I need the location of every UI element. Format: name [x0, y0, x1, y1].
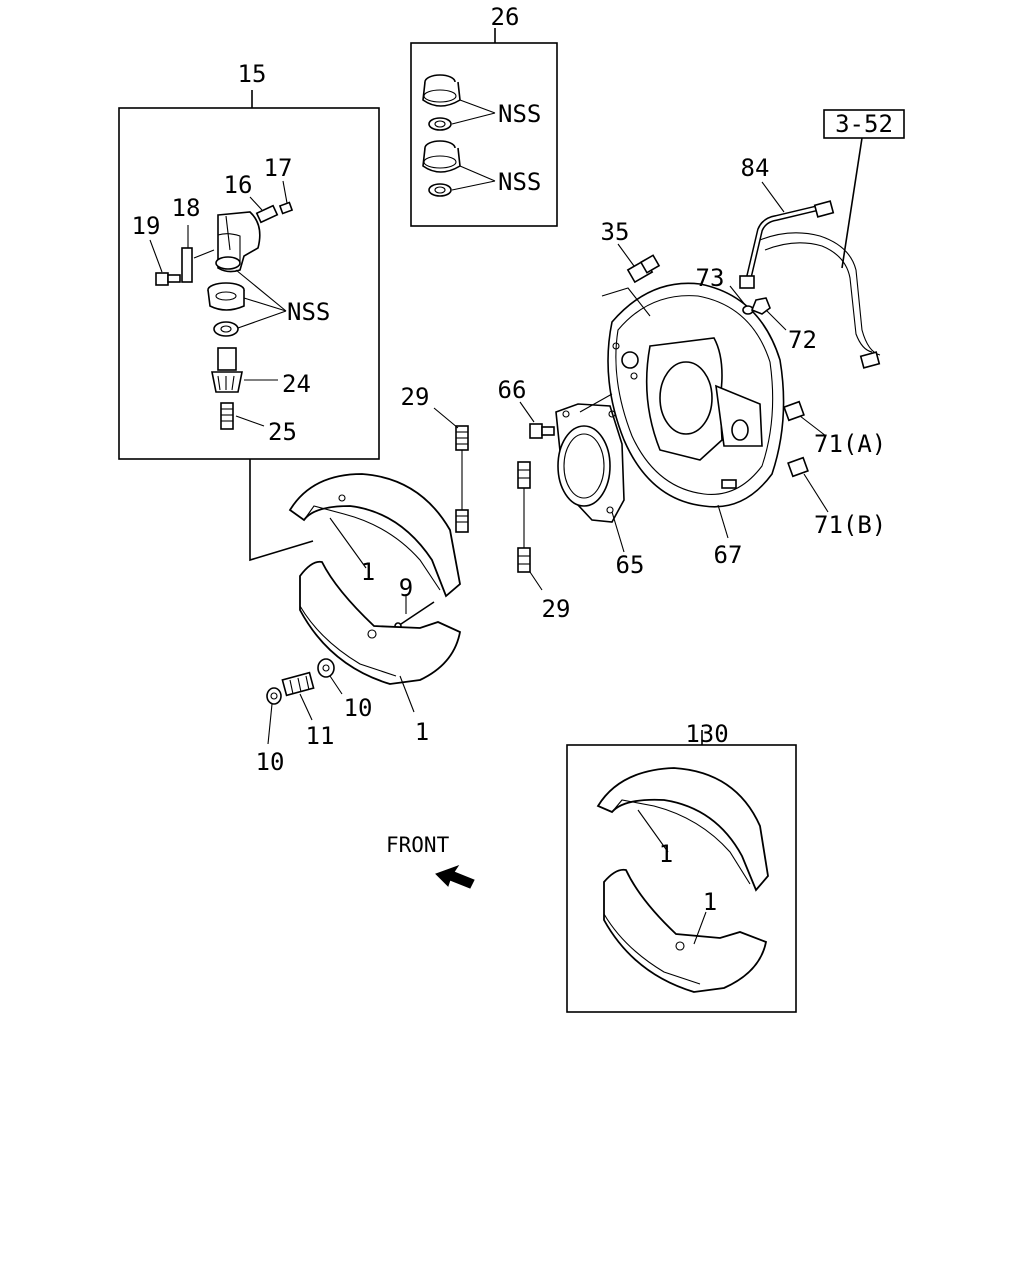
wheel-cylinder-body — [215, 211, 261, 273]
bolt-35 — [601, 243, 661, 317]
kit-shoe-upper — [596, 767, 769, 892]
adjust-screw-part — [220, 402, 265, 430]
callout-72: 72 — [788, 326, 817, 354]
callout-35: 35 — [601, 218, 630, 246]
backing-plate-67 — [607, 282, 785, 539]
callout-73: 73 — [696, 264, 725, 292]
washer-10-left — [266, 687, 282, 745]
callout-nss-upper: NSS — [498, 100, 541, 128]
callout-29-lower: 29 — [542, 595, 571, 623]
plug-71a — [783, 400, 827, 437]
callout-18: 18 — [172, 194, 201, 222]
callout-15: 15 — [238, 60, 267, 88]
brake-shoe-lower — [299, 560, 462, 713]
callout-10-left: 10 — [256, 748, 285, 776]
bleeder-screw-part — [249, 196, 279, 224]
brake-pipe-84 — [739, 109, 905, 369]
nut-72 — [750, 297, 787, 331]
box-15 — [118, 90, 380, 562]
gasket-65 — [555, 393, 625, 553]
kit-boot-upper — [422, 74, 461, 107]
callout-16: 16 — [224, 171, 253, 199]
kit-seal-lower — [428, 183, 452, 197]
bolt-66 — [519, 401, 555, 439]
callout-nss-lower: NSS — [498, 168, 541, 196]
spring-29-upper — [433, 407, 469, 533]
callout-29-upper: 29 — [401, 383, 430, 411]
callout-130: 130 — [685, 720, 728, 748]
callout-1-kit-lower: 1 — [703, 888, 717, 916]
callout-1-upper: 1 — [361, 558, 375, 586]
callout-1-lower: 1 — [415, 718, 429, 746]
callout-nss-box15: NSS — [287, 298, 330, 326]
plug-71b — [787, 456, 829, 513]
brake-shoe-upper — [288, 473, 461, 598]
callout-25: 25 — [268, 418, 297, 446]
front-arrow-icon — [435, 865, 475, 889]
callout-26: 26 — [491, 3, 520, 31]
callout-84: 84 — [741, 154, 770, 182]
box-130 — [566, 730, 797, 1013]
callout-65: 65 — [616, 551, 645, 579]
adjuster-part — [211, 347, 278, 393]
callout-17: 17 — [264, 154, 293, 182]
callout-71a: 71(A) — [814, 430, 886, 458]
callout-9: 9 — [399, 574, 413, 602]
spring-11 — [281, 671, 315, 721]
washer-10-right — [317, 658, 343, 695]
callout-10-right: 10 — [344, 694, 373, 722]
kit-boot-lower — [422, 140, 461, 173]
front-label: FRONT — [386, 833, 450, 857]
callout-1-kit-upper: 1 — [659, 840, 673, 868]
box-26 — [410, 28, 558, 227]
spring-29-lower — [517, 461, 543, 591]
callout-11: 11 — [306, 722, 335, 750]
bleeder-cap-part — [278, 180, 294, 215]
plate-part — [181, 225, 215, 283]
seal-part — [213, 321, 239, 337]
callout-24: 24 — [282, 370, 311, 398]
callout-19: 19 — [132, 212, 161, 240]
bolt-part — [149, 239, 181, 286]
kit-seal-upper — [428, 117, 452, 131]
kit-shoe-lower — [603, 868, 768, 993]
callout-71b: 71(B) — [814, 511, 886, 539]
callout-66: 66 — [498, 376, 527, 404]
callout-3-52: 3-52 — [835, 110, 893, 138]
callout-67: 67 — [714, 541, 743, 569]
boot-part — [207, 282, 245, 311]
